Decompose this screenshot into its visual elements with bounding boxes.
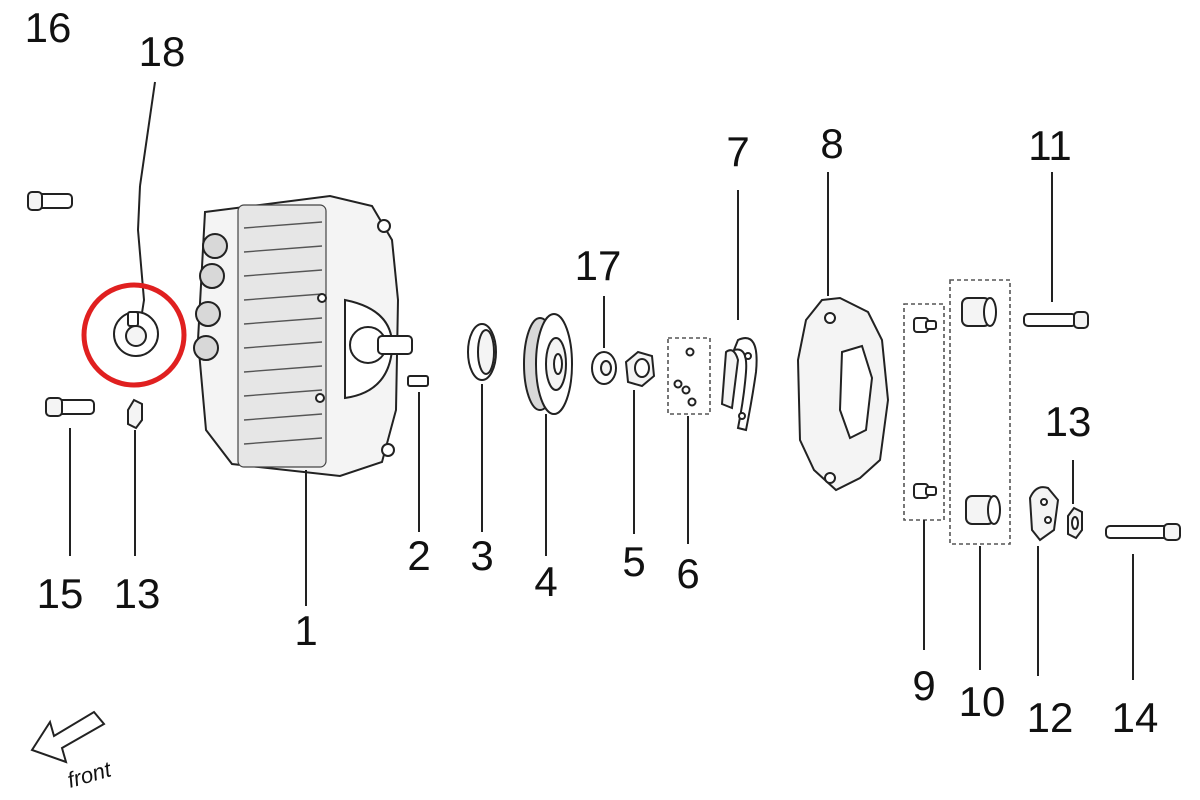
part-12-bracket	[1028, 486, 1060, 542]
callout-13-right: 13	[1045, 398, 1092, 445]
callout-5: 5	[622, 538, 645, 585]
part-1-motor-housing	[193, 194, 413, 478]
callout-14: 14	[1112, 694, 1159, 741]
callout-10: 10	[959, 678, 1006, 725]
callout-13-left: 13	[114, 570, 161, 617]
part-15-bolt	[45, 397, 95, 417]
part-13-nut-right	[1067, 506, 1083, 540]
part-3-spacer-ring	[467, 323, 497, 381]
callout-18: 18	[139, 28, 186, 75]
callout-7: 7	[726, 128, 749, 175]
part-17-washer	[591, 351, 617, 385]
part-13-nut-left	[127, 398, 143, 430]
callout-16: 16	[25, 4, 72, 51]
callout-2: 2	[407, 532, 430, 579]
part-7-sensor-plate	[720, 337, 758, 432]
part-4-pulley	[523, 313, 573, 415]
callout-17: 17	[575, 242, 622, 289]
part-5-nut	[624, 350, 656, 388]
callout-4: 4	[534, 558, 557, 605]
callout-15: 15	[37, 570, 84, 617]
part-11-bolt	[1023, 311, 1089, 329]
highlight-circle	[81, 282, 187, 388]
callout-12: 12	[1027, 694, 1074, 741]
part-6-screw-set	[667, 337, 711, 415]
front-direction-label: front	[64, 756, 114, 792]
callout-9: 9	[912, 662, 935, 709]
callout-8: 8	[820, 120, 843, 167]
leader-lines	[69, 81, 1134, 680]
part-2-key	[407, 375, 429, 387]
part-8-cover-plate	[796, 296, 890, 492]
callout-11: 11	[1028, 122, 1072, 169]
callout-1: 1	[294, 607, 317, 654]
callout-3: 3	[470, 532, 493, 579]
part-14-long-bolt	[1105, 523, 1181, 541]
part-16-bolt	[27, 191, 73, 211]
callout-6: 6	[676, 550, 699, 597]
part-10-bushing-pair	[949, 279, 1011, 545]
front-arrow-icon	[30, 710, 106, 764]
part-18-speed-sensor	[113, 185, 159, 357]
part-9-screw-pair	[903, 303, 945, 521]
